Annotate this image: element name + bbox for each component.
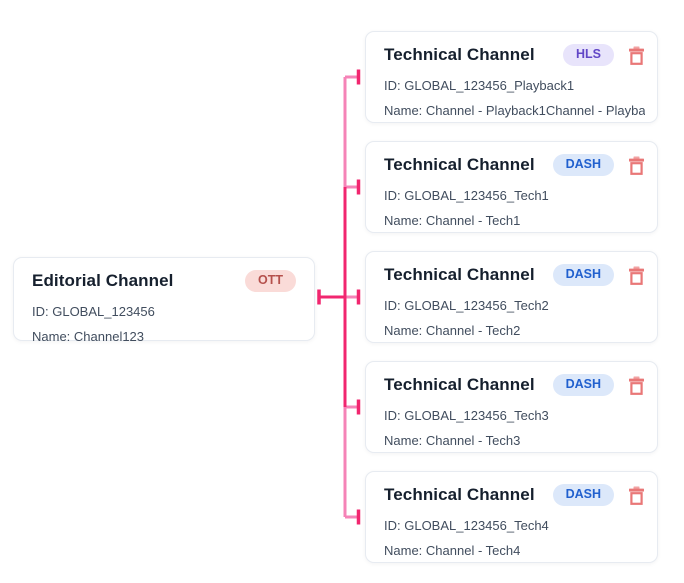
editorial-channel-title: Editorial Channel (32, 271, 174, 290)
format-badge: DASH (552, 154, 614, 176)
trash-icon[interactable] (627, 156, 645, 175)
technical-channel-card: Technical Channel DASH ID: GLOBAL_123456… (365, 471, 658, 563)
ott-badge: OTT (245, 270, 296, 292)
trash-icon[interactable] (627, 266, 645, 285)
technical-channel-name: Name: Channel - Tech1 (384, 213, 521, 228)
format-badge: DASH (552, 484, 614, 506)
technical-channel-title: Technical Channel (384, 375, 535, 394)
technical-channel-id: ID: GLOBAL_123456_Tech3 (384, 408, 549, 423)
trash-icon[interactable] (627, 486, 645, 505)
technical-channel-title: Technical Channel (384, 155, 535, 174)
technical-channel-name: Name: Channel - Tech3 (384, 433, 521, 448)
editorial-channel-name: Name: Channel123 (32, 329, 145, 344)
technical-channel-card: Technical Channel DASH ID: GLOBAL_123456… (365, 361, 658, 453)
technical-channel-card: Technical Channel DASH ID: GLOBAL_123456… (365, 141, 658, 233)
technical-channel-card: Technical Channel DASH ID: GLOBAL_123456… (365, 251, 658, 343)
technical-channel-id: ID: GLOBAL_123456_Tech2 (384, 298, 549, 313)
technical-channel-title: Technical Channel (384, 265, 535, 284)
technical-channel-name: Name: Channel - Playback1Channel - Playb… (384, 103, 645, 118)
technical-channel-name: Name: Channel - Tech4 (384, 543, 521, 558)
technical-channel-name: Name: Channel - Tech2 (384, 323, 521, 338)
trash-icon[interactable] (627, 376, 645, 395)
technical-channel-title: Technical Channel (384, 485, 535, 504)
technical-channel-id: ID: GLOBAL_123456_Playback1 (384, 78, 575, 93)
editorial-channel-card: Editorial Channel OTT ID: GLOBAL_123456 … (13, 257, 315, 344)
format-badge: DASH (552, 264, 614, 286)
technical-channel-id: ID: GLOBAL_123456_Tech1 (384, 188, 549, 203)
technical-channel-id: ID: GLOBAL_123456_Tech4 (384, 518, 549, 533)
technical-channel-title: Technical Channel (384, 45, 535, 64)
format-badge: HLS (563, 44, 614, 66)
trash-icon[interactable] (627, 46, 645, 65)
format-badge: DASH (552, 374, 614, 396)
editorial-channel-id: ID: GLOBAL_123456 (32, 304, 155, 319)
technical-channel-card: Technical Channel HLS ID: GLOBAL_123456_… (365, 31, 658, 123)
